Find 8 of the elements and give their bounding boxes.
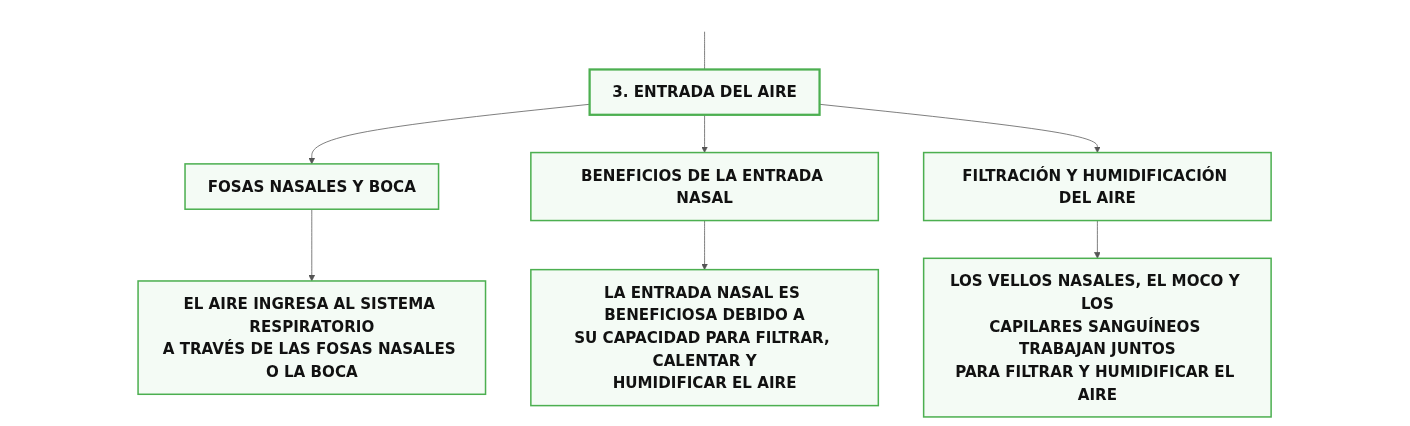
- node-box: EL AIRE INGRESA AL SISTEMA RESPIRATORIO A TRAVÉS DE LAS FOSAS NASALES O LA BOCA: [137, 280, 487, 396]
- node-box: LA ENTRADA NASAL ES BENEFICIOSA DEBIDO A SU CAPACIDAD PARA FILTRAR, CALENTAR Y HUMIDIFICAR EL AIRE: [530, 268, 880, 407]
- node-box: BENEFICIOS DE LA ENTRADA NASAL: [530, 151, 880, 222]
- connector: [704, 31, 706, 70]
- node-box: 3. ENTRADA DEL AIRE: [588, 68, 822, 116]
- node-box: LOS VELLOS NASALES, EL MOCO Y LOS CAPILARES SANGUÍNEOS TRABAJAN JUNTOS PARA FILTRAR Y HUMIDIFICAR EL AIRE: [923, 257, 1273, 418]
- node-box: FILTRACIÓN Y HUMIDIFICACIÓN DEL AIRE: [923, 151, 1273, 222]
- node-box: FOSAS NASALES Y BOCA: [184, 163, 440, 210]
